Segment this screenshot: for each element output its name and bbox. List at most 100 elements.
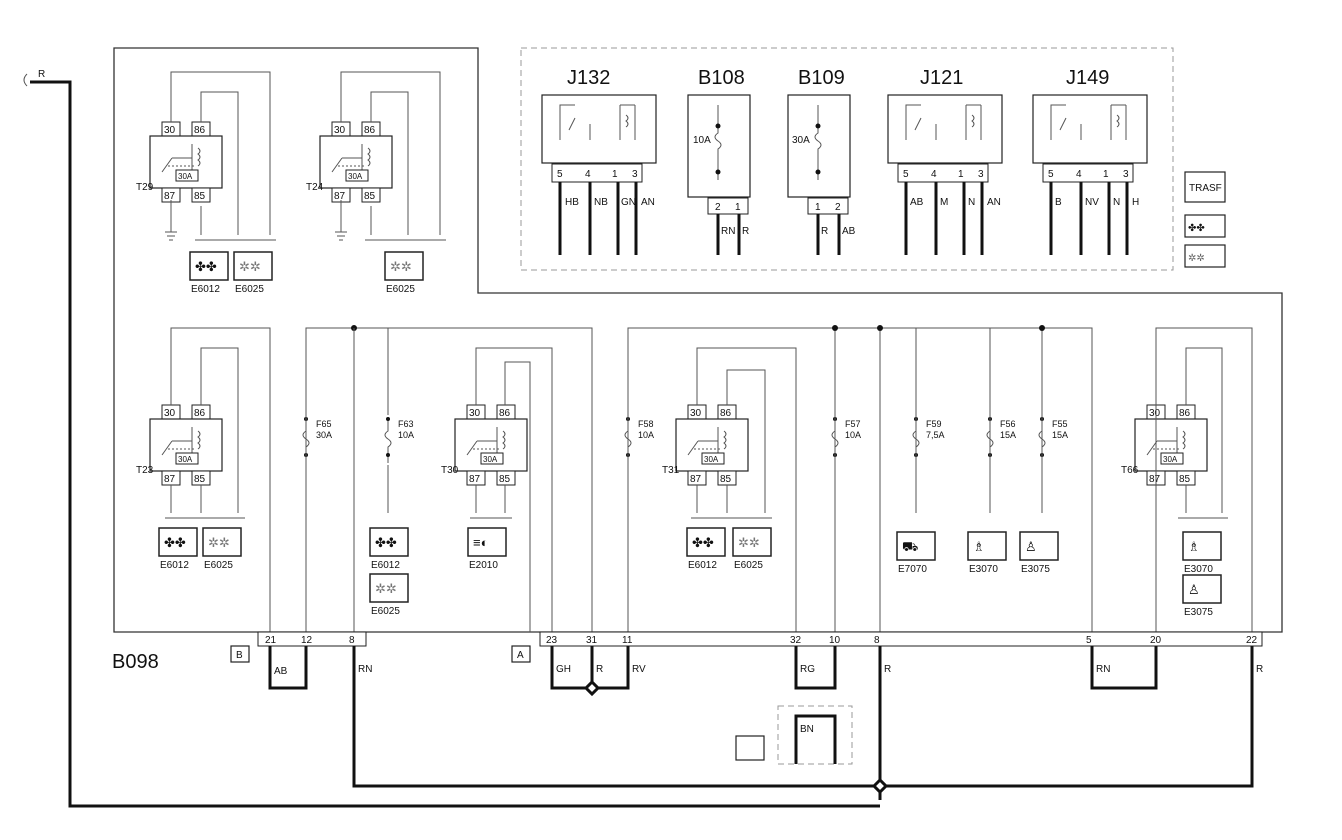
fan-icon: ✤✤ bbox=[164, 535, 186, 550]
connector-pin: 5 bbox=[1086, 635, 1092, 646]
relay-rating: 30A bbox=[704, 455, 719, 464]
wire-color-label: AB bbox=[274, 666, 288, 677]
fuse-rating: 10A bbox=[398, 430, 414, 440]
component-e3075: ♙E3075 bbox=[1019, 531, 1059, 575]
pin: 3 bbox=[1123, 169, 1129, 180]
relay-rating: 30A bbox=[178, 455, 193, 464]
internal-wiring bbox=[165, 71, 1253, 632]
connector-pin: 23 bbox=[546, 635, 558, 646]
relay-pin: 85 bbox=[1179, 474, 1191, 485]
relay-t66: 30 86 30A 87 85 T66 bbox=[1121, 404, 1208, 486]
wire: N bbox=[1113, 197, 1120, 208]
relay-pin: 30 bbox=[1149, 408, 1161, 419]
seat2-icon: ♙ bbox=[1188, 582, 1200, 597]
device-name: J132 bbox=[567, 67, 610, 89]
heat-icon: ✲✲ bbox=[375, 581, 397, 596]
wire-color-label: RN bbox=[358, 664, 372, 675]
wire: R bbox=[742, 226, 749, 237]
wire-color-label: RN bbox=[1096, 664, 1110, 675]
wire: AN bbox=[987, 197, 1001, 208]
wire-color-label: R bbox=[884, 664, 891, 675]
relay-rating: 30A bbox=[178, 172, 193, 181]
truck-icon: ⛟ bbox=[902, 539, 918, 554]
component-e7070: ⛟ E7070 bbox=[896, 531, 936, 575]
relay-name: T31 bbox=[662, 465, 680, 476]
component-e3070: ♗ E3070 bbox=[967, 531, 1007, 575]
seat-icon: ♗ bbox=[1188, 539, 1200, 554]
component-name: E3075 bbox=[1021, 564, 1050, 575]
device-j132: J132 5 4 1 3 HB NB GN AN bbox=[541, 67, 657, 255]
fan-icon: ✤✤ bbox=[1188, 223, 1205, 234]
relay-pin: 86 bbox=[1179, 408, 1191, 419]
relay-rating: 30A bbox=[1163, 455, 1178, 464]
fan-icon: ✤✤ bbox=[195, 259, 217, 274]
component-name: E3070 bbox=[1184, 564, 1213, 575]
connector-a-label: A bbox=[517, 650, 524, 661]
component-e6012: ✤✤E6012 bbox=[686, 527, 726, 571]
wire: NB bbox=[594, 197, 608, 208]
pin: 4 bbox=[1076, 169, 1082, 180]
relay-name: T23 bbox=[136, 465, 154, 476]
connector-pin: 8 bbox=[349, 635, 355, 646]
relay-name: T30 bbox=[441, 465, 459, 476]
fuse-name: F57 bbox=[845, 419, 861, 429]
relay-pin: 86 bbox=[364, 125, 376, 136]
wire: R bbox=[821, 226, 828, 237]
relay-pin: 30 bbox=[334, 125, 346, 136]
device-name: B108 bbox=[698, 67, 745, 89]
fuse-rating: 15A bbox=[1000, 430, 1016, 440]
relay-pin: 86 bbox=[194, 408, 206, 419]
relay-pin: 87 bbox=[1149, 474, 1161, 485]
heat-icon: ✲✲ bbox=[738, 535, 760, 550]
component-name: E6025 bbox=[235, 284, 264, 295]
relay-pin: 87 bbox=[334, 191, 346, 202]
pin: 1 bbox=[958, 169, 964, 180]
relay-pin: 86 bbox=[194, 125, 206, 136]
component-e6025: ✲✲E6025 bbox=[202, 527, 242, 571]
relay-pin: 87 bbox=[164, 191, 176, 202]
component-name: E3070 bbox=[969, 564, 998, 575]
pin: 2 bbox=[835, 202, 841, 213]
wire: H bbox=[1132, 197, 1139, 208]
wire-color-label: BN bbox=[800, 724, 814, 735]
fuse-rating: 10A bbox=[845, 430, 861, 440]
device-b108: B108 10A 2 1 RN R bbox=[687, 67, 751, 255]
component-e2010: ≡◐E2010 bbox=[467, 527, 507, 571]
pin: 4 bbox=[585, 169, 591, 180]
heat-icon: ✲✲ bbox=[390, 259, 412, 274]
component-name: E7070 bbox=[898, 564, 927, 575]
wire-color-label: R bbox=[1256, 664, 1263, 675]
device-name: J149 bbox=[1066, 67, 1109, 89]
relay-pin: 86 bbox=[499, 408, 511, 419]
wire-color-label: RV bbox=[632, 664, 646, 675]
wire-color-label: RG bbox=[800, 664, 815, 675]
component-name: E6012 bbox=[371, 560, 400, 571]
connector-pin: 12 bbox=[301, 635, 313, 646]
wire-color-label: GH bbox=[556, 664, 571, 675]
component-name: E6025 bbox=[371, 606, 400, 617]
connector-pin: 11 bbox=[622, 635, 633, 646]
feed-wire-label: R bbox=[38, 69, 45, 80]
heat-icon: ✲✲ bbox=[208, 535, 230, 550]
component-name: E6012 bbox=[191, 284, 220, 295]
fuse-rating: 30A bbox=[792, 135, 810, 146]
wire: M bbox=[940, 197, 948, 208]
pin: 5 bbox=[903, 169, 909, 180]
seat-icon: ♗ bbox=[973, 539, 985, 554]
fuse-name: F65 bbox=[316, 419, 332, 429]
pin: 4 bbox=[931, 169, 937, 180]
relay-name: T66 bbox=[1121, 465, 1139, 476]
connector-pin: 8 bbox=[874, 635, 880, 646]
component-e6025: ✲✲ E6025 bbox=[369, 573, 409, 617]
relay-pin: 87 bbox=[164, 474, 176, 485]
wire: GN bbox=[621, 197, 636, 208]
component-name: E6025 bbox=[386, 284, 415, 295]
pin: 5 bbox=[557, 169, 563, 180]
device-j149: J149 5 4 1 3 B NV N H bbox=[1032, 67, 1148, 255]
component-name: E3075 bbox=[1184, 607, 1213, 618]
